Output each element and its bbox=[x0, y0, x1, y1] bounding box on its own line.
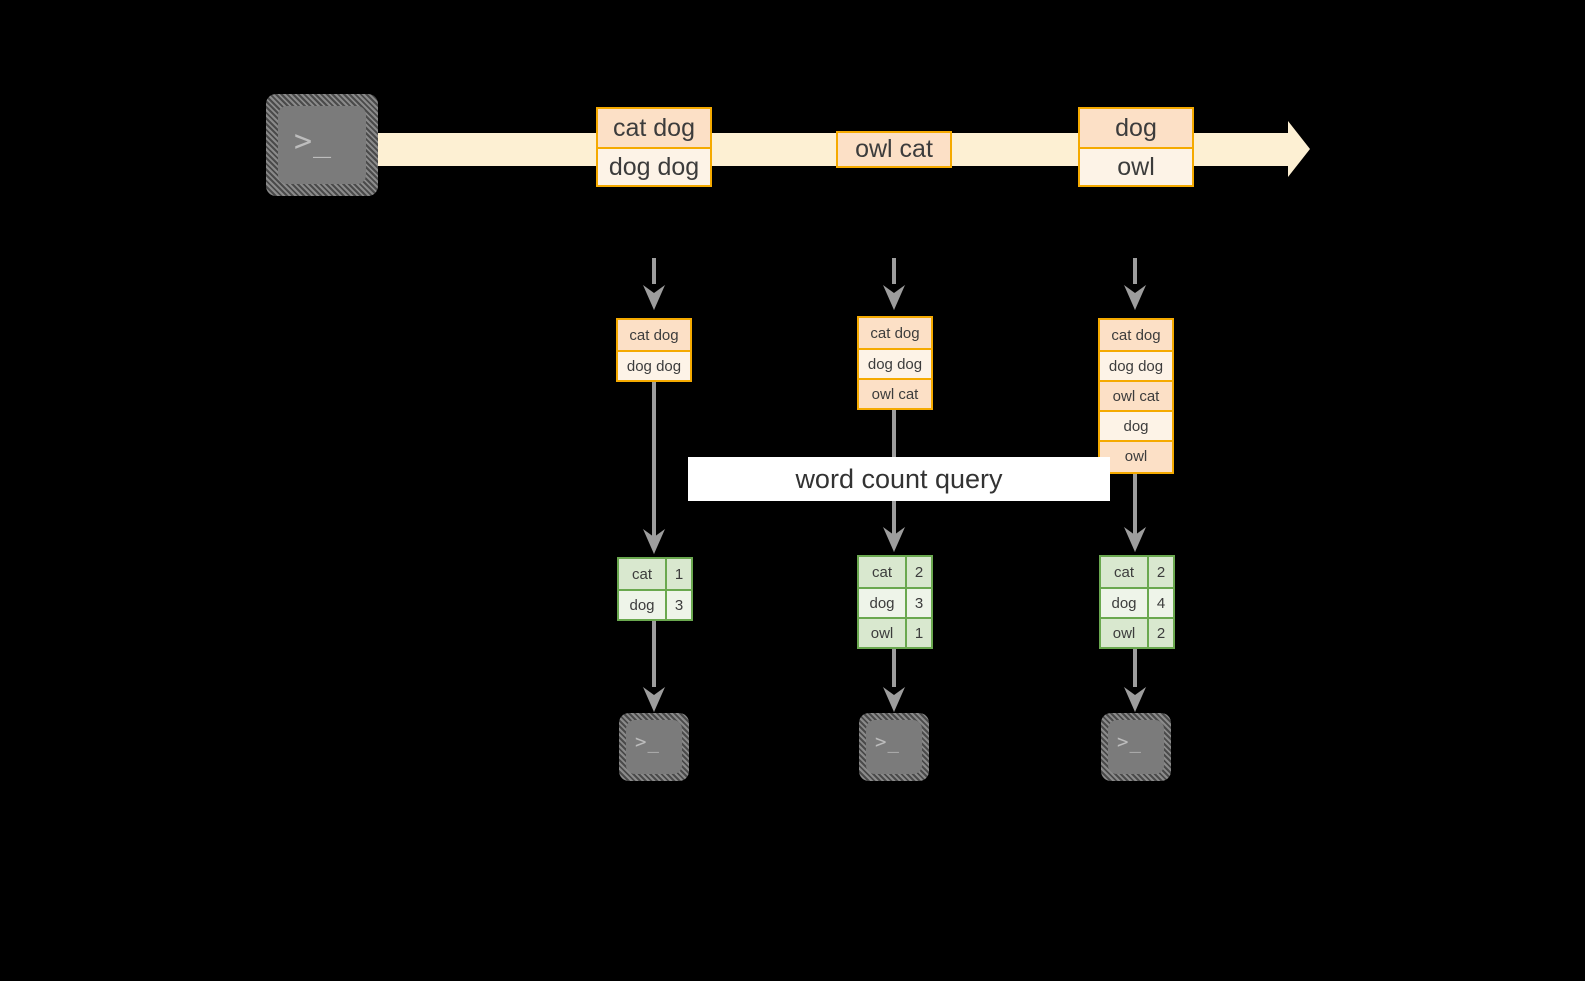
stream-message-line: owl bbox=[1080, 147, 1192, 185]
table-cell-word: dog bbox=[1101, 589, 1147, 617]
accumulated-row: owl bbox=[1100, 440, 1172, 470]
stream-message-batch-3[interactable]: dog owl bbox=[1078, 107, 1194, 187]
stream-message-line: dog dog bbox=[598, 147, 710, 185]
table-cell-count: 4 bbox=[1147, 589, 1173, 617]
sink-terminal-icon-time-2[interactable]: >_ bbox=[859, 713, 929, 781]
terminal-face bbox=[626, 720, 682, 774]
accumulated-rows-time-2[interactable]: cat dog dog dog owl cat bbox=[857, 316, 933, 410]
table-row: dog 3 bbox=[619, 589, 691, 619]
table-cell-word: cat bbox=[1101, 557, 1147, 587]
accumulated-row: dog dog bbox=[1100, 350, 1172, 380]
table-cell-count: 3 bbox=[665, 591, 691, 619]
table-cell-count: 1 bbox=[905, 619, 931, 647]
table-row: owl 2 bbox=[1101, 617, 1173, 647]
dashed-arrow-head-icon bbox=[1122, 284, 1148, 310]
query-label-text: word count query bbox=[795, 463, 1003, 494]
output-flow-arrow bbox=[1133, 649, 1137, 687]
accumulated-row: dog dog bbox=[859, 348, 931, 378]
dashed-arrow-head-icon bbox=[641, 284, 667, 310]
dashed-arrow-down-icon bbox=[892, 258, 896, 284]
output-flow-arrow-head-icon bbox=[881, 686, 907, 712]
accumulated-row: dog bbox=[1100, 410, 1172, 440]
dashed-arrow-head-icon bbox=[881, 284, 907, 310]
sink-terminal-icon-time-3[interactable]: >_ bbox=[1101, 713, 1171, 781]
accumulated-row: owl cat bbox=[1100, 380, 1172, 410]
table-cell-word: dog bbox=[859, 589, 905, 617]
output-flow-arrow bbox=[652, 621, 656, 687]
table-row: cat 2 bbox=[1101, 557, 1173, 587]
sink-terminal-icon-time-1[interactable]: >_ bbox=[619, 713, 689, 781]
output-flow-arrow-head-icon bbox=[1122, 686, 1148, 712]
table-cell-word: cat bbox=[859, 557, 905, 587]
result-table-time-2[interactable]: cat 2 dog 3 owl 1 bbox=[857, 555, 933, 649]
query-flow-arrow-head-icon bbox=[641, 528, 667, 554]
table-cell-word: dog bbox=[619, 591, 665, 619]
accumulated-row: cat dog bbox=[618, 320, 690, 350]
table-cell-word: cat bbox=[619, 559, 665, 589]
table-row: dog 3 bbox=[859, 587, 931, 617]
table-cell-count: 3 bbox=[905, 589, 931, 617]
stream-message-line: cat dog bbox=[598, 109, 710, 147]
dashed-arrow-down-icon bbox=[1133, 258, 1137, 284]
accumulated-row: cat dog bbox=[859, 318, 931, 348]
result-table-time-1[interactable]: cat 1 dog 3 bbox=[617, 557, 693, 621]
table-row: cat 2 bbox=[859, 557, 931, 587]
terminal-face bbox=[1108, 720, 1164, 774]
accumulated-row: owl cat bbox=[859, 378, 931, 408]
accumulated-row: cat dog bbox=[1100, 320, 1172, 350]
terminal-prompt-glyph: >_ bbox=[1117, 731, 1142, 753]
terminal-face bbox=[278, 106, 366, 184]
accumulated-rows-time-3[interactable]: cat dog dog dog owl cat dog owl bbox=[1098, 318, 1174, 474]
terminal-prompt-glyph: >_ bbox=[875, 731, 900, 753]
stream-message-batch-2[interactable]: owl cat bbox=[836, 131, 952, 168]
terminal-prompt-glyph: >_ bbox=[294, 124, 333, 159]
table-row: cat 1 bbox=[619, 559, 691, 589]
query-flow-arrow-head-icon bbox=[1122, 526, 1148, 552]
query-label-banner: word count query bbox=[688, 457, 1110, 501]
stream-message-batch-1[interactable]: cat dog dog dog bbox=[596, 107, 712, 187]
output-flow-arrow-head-icon bbox=[641, 686, 667, 712]
table-row: dog 4 bbox=[1101, 587, 1173, 617]
dashed-arrow-down-icon bbox=[652, 258, 656, 284]
terminal-face bbox=[866, 720, 922, 774]
result-table-time-3[interactable]: cat 2 dog 4 owl 2 bbox=[1099, 555, 1175, 649]
table-cell-count: 2 bbox=[1147, 557, 1173, 587]
table-cell-count: 2 bbox=[1147, 619, 1173, 647]
accumulated-row: dog dog bbox=[618, 350, 690, 380]
table-cell-count: 1 bbox=[665, 559, 691, 589]
table-cell-word: owl bbox=[859, 619, 905, 647]
source-terminal-icon[interactable]: >_ bbox=[266, 94, 378, 196]
table-row: owl 1 bbox=[859, 617, 931, 647]
query-flow-arrow bbox=[652, 382, 656, 548]
table-cell-count: 2 bbox=[905, 557, 931, 587]
accumulated-rows-time-1[interactable]: cat dog dog dog bbox=[616, 318, 692, 382]
stream-arrowhead-icon bbox=[1288, 121, 1310, 177]
output-flow-arrow bbox=[892, 649, 896, 687]
query-flow-arrow bbox=[1133, 474, 1137, 546]
stream-message-line: dog bbox=[1080, 109, 1192, 147]
stream-message-line: owl cat bbox=[838, 133, 950, 166]
terminal-prompt-glyph: >_ bbox=[635, 731, 660, 753]
table-cell-word: owl bbox=[1101, 619, 1147, 647]
query-flow-arrow-head-icon bbox=[881, 526, 907, 552]
